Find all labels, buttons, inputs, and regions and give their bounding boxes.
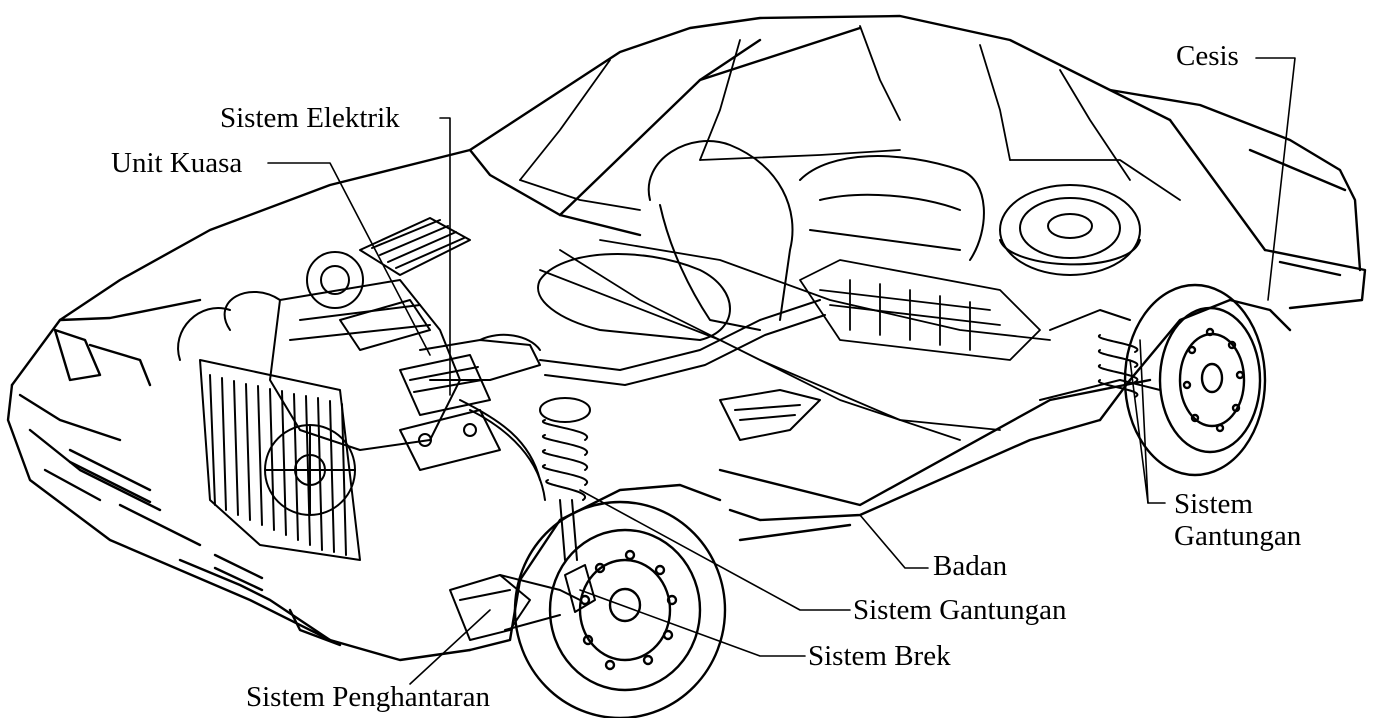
label-sistem-brek: Sistem Brek: [808, 640, 951, 672]
leader-lines: [267, 57, 1296, 685]
radiator: [199, 359, 361, 561]
exhaust-pipe: [539, 299, 826, 441]
rear-seat: [799, 155, 985, 261]
rear-wheel: [1123, 283, 1267, 477]
front-seat: [537, 140, 794, 341]
rear-suspension: [1039, 309, 1161, 401]
front-wheel: [513, 500, 727, 718]
interior-structure: [519, 25, 1181, 441]
engine: [177, 217, 546, 516]
spare-tire: [999, 184, 1141, 276]
brake-caliper: [564, 564, 596, 613]
label-sistem-penghantaran: Sistem Penghantaran: [246, 681, 491, 713]
car-body-outline: [6, 14, 1367, 662]
label-badan: Badan: [933, 550, 1008, 582]
label-sistem-gantungan-rear-line1: Sistem: [1174, 488, 1253, 520]
label-sistem-elektrik: Sistem Elektrik: [220, 102, 400, 134]
label-cesis: Cesis: [1176, 40, 1239, 72]
label-unit-kuasa: Unit Kuasa: [111, 147, 243, 179]
front-suspension-strut: [539, 397, 591, 561]
label-sistem-gantungan-front: Sistem Gantungan: [853, 594, 1067, 626]
fuel-tank: [799, 259, 1041, 361]
label-sistem-gantungan-rear-line2: Gantungan: [1174, 520, 1302, 552]
